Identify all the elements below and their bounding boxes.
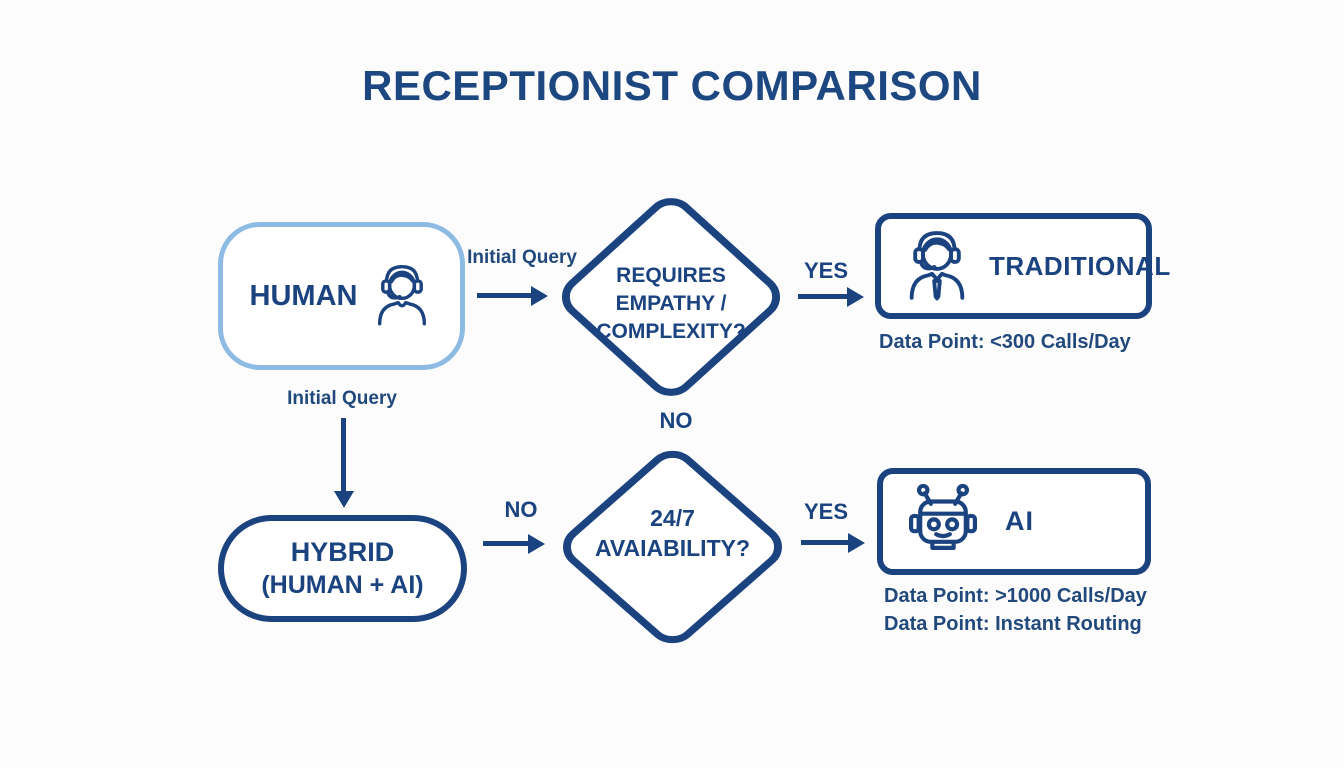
decision-empathy-line1: REQUIRES xyxy=(616,264,726,287)
ai-label: AI xyxy=(1005,506,1034,536)
decision-availability-text: 24/7 AVAIABILITY? xyxy=(554,503,791,563)
edge-label-initial-query-vertical: Initial Query xyxy=(287,388,397,409)
arrow-empathy-to-traditional xyxy=(798,286,864,307)
node-human: HUMAN xyxy=(218,222,465,370)
decision-availability-line2: AVAIABILITY? xyxy=(594,535,751,561)
headset-agent-icon xyxy=(371,260,433,333)
traditional-data-point: Data Point: <300 Calls/Day xyxy=(879,331,1131,353)
decision-empathy-line2: EMPATHY / xyxy=(615,292,727,315)
arrow-human-to-hybrid xyxy=(333,418,354,508)
edge-label-hybrid-no: NO xyxy=(504,497,538,522)
hybrid-sublabel: (HUMAN + AI) xyxy=(261,570,424,599)
ai-data-point-routing: Data Point: Instant Routing xyxy=(884,613,1142,635)
ai-data-point-calls: Data Point: >1000 Calls/Day xyxy=(884,585,1147,607)
edge-label-initial-query-horizontal: Initial Query xyxy=(467,247,577,268)
traditional-label: TRADITIONAL xyxy=(989,250,1171,281)
arrow-availability-to-ai xyxy=(801,532,865,553)
ai-data-points: Data Point: >1000 Calls/Day Data Point: … xyxy=(884,582,1147,638)
node-hybrid: HYBRID (HUMAN + AI) xyxy=(218,515,467,622)
edge-label-empathy-no: NO xyxy=(659,408,693,433)
edge-label-availability-yes: YES xyxy=(803,499,849,524)
arrow-hybrid-to-availability xyxy=(483,533,545,554)
decision-availability-line1: 24/7 xyxy=(650,505,695,531)
node-traditional: TRADITIONAL xyxy=(875,213,1170,319)
edge-label-empathy-yes: YES xyxy=(803,258,849,283)
page-title: RECEPTIONIST COMPARISON xyxy=(362,62,982,109)
headset-agent-tie-icon xyxy=(901,226,973,307)
human-label: HUMAN xyxy=(249,279,358,312)
hybrid-label: HYBRID xyxy=(290,536,395,567)
decision-empathy-line3: COMPLEXITY? xyxy=(596,320,746,343)
robot-icon xyxy=(905,481,981,562)
arrow-human-to-empathy xyxy=(477,285,548,306)
decision-empathy-text: REQUIRES EMPATHY / COMPLEXITY? xyxy=(553,262,789,346)
node-ai: AI xyxy=(877,468,1151,575)
